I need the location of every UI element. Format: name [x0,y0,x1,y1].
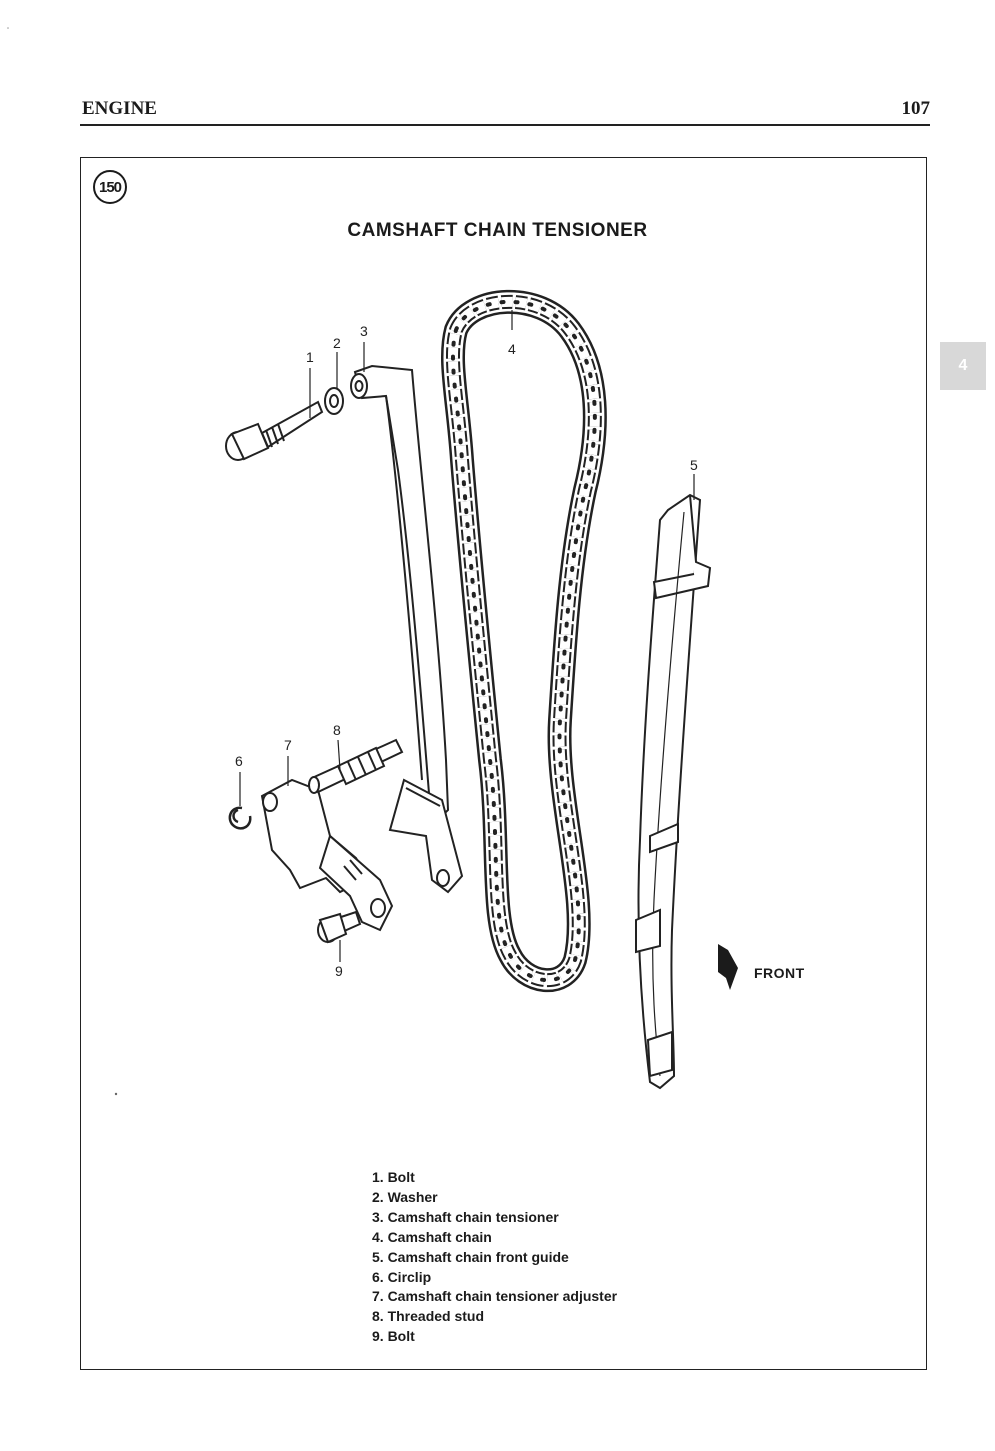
front-arrow-icon [718,944,738,990]
washer-part [325,388,343,414]
tensioner-arm-part [351,366,462,892]
callout-9: 9 [335,963,343,979]
legend-item: 9. Bolt [372,1327,617,1347]
parts-legend: 1. Bolt 2. Washer 3. Camshaft chain tens… [372,1168,617,1347]
legend-item: 2. Washer [372,1188,617,1208]
tensioner-adjuster-part [262,780,392,930]
callout-3: 3 [360,323,368,339]
legend-item: 8. Threaded stud [372,1307,617,1327]
page-speck [7,27,9,29]
front-guide-part [636,495,710,1088]
callout-7: 7 [284,737,292,753]
legend-item: 7. Camshaft chain tensioner adjuster [372,1287,617,1307]
legend-item: 4. Camshaft chain [372,1228,617,1248]
circlip-part [230,808,250,829]
legend-item: 1. Bolt [372,1168,617,1188]
callout-5: 5 [690,457,698,473]
bolt-part [226,402,322,460]
page-speck [115,1093,117,1095]
threaded-stud-part [309,740,402,793]
legend-item: 5. Camshaft chain front guide [372,1248,617,1268]
callout-1: 1 [306,349,314,365]
legend-item: 3. Camshaft chain tensioner [372,1208,617,1228]
callout-6: 6 [235,753,243,769]
legend-item: 6. Circlip [372,1268,617,1288]
bolt-small-part [318,912,360,942]
callout-8: 8 [333,722,341,738]
callout-2: 2 [333,335,341,351]
callout-4: 4 [508,341,516,357]
camshaft-chain-part [453,302,595,980]
front-direction-label: FRONT [754,965,805,981]
